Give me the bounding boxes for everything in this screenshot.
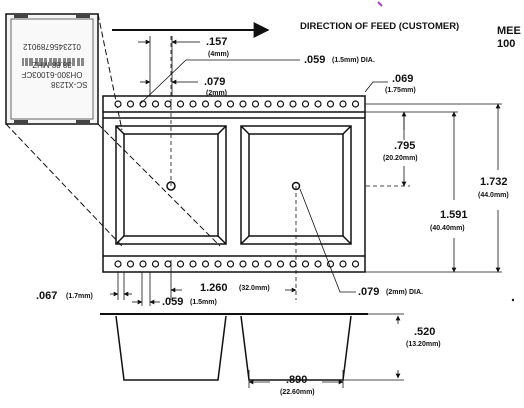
sprocket-hole <box>151 260 160 268</box>
dim-079b-mm: (2mm) DIA. <box>386 289 423 296</box>
dim-890: .890 <box>286 374 308 386</box>
dim-067: .067 <box>36 290 58 302</box>
sprocket-hole <box>276 100 285 108</box>
sprocket-hole <box>351 100 360 108</box>
barcode <box>22 58 84 66</box>
dim-079: .079 <box>204 76 226 88</box>
sprocket-hole <box>264 260 272 268</box>
dim-1260-mm: (32.0mm) <box>239 285 270 292</box>
sprocket-hole <box>276 260 285 268</box>
sprocket-hole <box>201 100 210 108</box>
dim-067-mm: (1.7mm) <box>66 293 93 300</box>
sprocket-holes <box>114 100 360 268</box>
dim-1591-mm: (40.40mm) <box>430 225 465 232</box>
dim-1732-mm: (44.0mm) <box>478 192 509 199</box>
sprocket-hole <box>126 100 135 108</box>
dim-520: .520 <box>414 326 436 338</box>
chip-component: 0123456789012 38.88 MHZ OH300-61003CF 12… <box>5 13 99 125</box>
sprocket-hole <box>176 100 185 108</box>
corner-text-bottom: 100 <box>497 38 516 50</box>
right-dimension-lines <box>365 103 502 273</box>
profile-dimension-lines <box>248 313 404 388</box>
dim-795: .795 <box>394 140 416 152</box>
sprocket-hole <box>114 260 122 268</box>
hole-dia-value: .059 <box>304 54 326 66</box>
carrier-tape <box>102 95 366 273</box>
sprocket-hole <box>314 100 322 108</box>
sprocket-hole <box>251 260 260 268</box>
chip-logo: SC-X <box>68 80 88 89</box>
corner-text-top: MEE <box>497 25 521 37</box>
dim-1732: 1.732 <box>480 176 508 188</box>
sprocket-hole <box>314 260 322 268</box>
dim-1260: 1.260 <box>200 282 228 294</box>
chip-frequency: 38.88 MHZ <box>32 60 72 69</box>
sprocket-hole <box>239 100 247 108</box>
dim-157-mm: (4mm) <box>208 51 230 58</box>
sprocket-hole <box>226 100 235 108</box>
dim-795-mm: (20.20mm) <box>383 155 418 162</box>
chip-lot: 1238 <box>51 80 69 89</box>
sprocket-hole <box>351 260 360 268</box>
sprocket-hole <box>164 100 172 108</box>
hole-dia-mm: (1.5mm) DIA. <box>332 57 375 64</box>
sprocket-hole <box>151 100 160 108</box>
dim-890-mm: (22.60mm) <box>280 389 315 396</box>
sprocket-hole <box>214 260 222 268</box>
sprocket-hole <box>189 100 197 108</box>
dim-059b-mm: (1.5mm) <box>190 299 217 306</box>
sprocket-hole <box>201 260 210 268</box>
sprocket-hole <box>176 260 185 268</box>
sprocket-hole <box>126 260 135 268</box>
sprocket-hole <box>139 260 147 268</box>
chip-serial: 0123456789012 <box>23 42 81 51</box>
sprocket-hole <box>339 100 347 108</box>
sprocket-hole <box>326 100 335 108</box>
bottom-dimension-lines <box>110 188 356 306</box>
dim-079b: .079 <box>358 286 380 298</box>
sprocket-hole <box>114 100 122 108</box>
sprocket-hole <box>289 100 297 108</box>
sprocket-hole <box>264 100 272 108</box>
pocket-right <box>240 125 352 245</box>
sprocket-hole <box>301 100 310 108</box>
sprocket-hole <box>214 100 222 108</box>
dim-157: .157 <box>206 36 228 48</box>
dim-520-mm: (13.20mm) <box>406 341 441 348</box>
sprocket-hole <box>289 260 297 268</box>
sprocket-hole <box>301 260 310 268</box>
accent-mark <box>377 1 383 7</box>
sprocket-hole <box>164 260 172 268</box>
stray-dot <box>511 298 515 302</box>
tape-side-profile <box>100 313 368 381</box>
sprocket-hole <box>251 100 260 108</box>
dim-1591: 1.591 <box>440 209 468 221</box>
dim-059b: .059 <box>162 296 184 308</box>
sprocket-hole <box>239 260 247 268</box>
dim-069: .069 <box>392 73 414 85</box>
chip-part-number: OH300-61003CF <box>21 70 82 79</box>
dim-069-mm: (1.75mm) <box>385 87 416 94</box>
sprocket-hole <box>226 260 235 268</box>
sprocket-hole <box>339 260 347 268</box>
sprocket-hole <box>139 100 147 108</box>
dim-079-mm: (2mm) <box>206 90 228 97</box>
sprocket-hole <box>189 260 197 268</box>
feed-direction-label: DIRECTION OF FEED (CUSTOMER) <box>300 21 460 32</box>
top-dimension-lines <box>138 36 388 105</box>
